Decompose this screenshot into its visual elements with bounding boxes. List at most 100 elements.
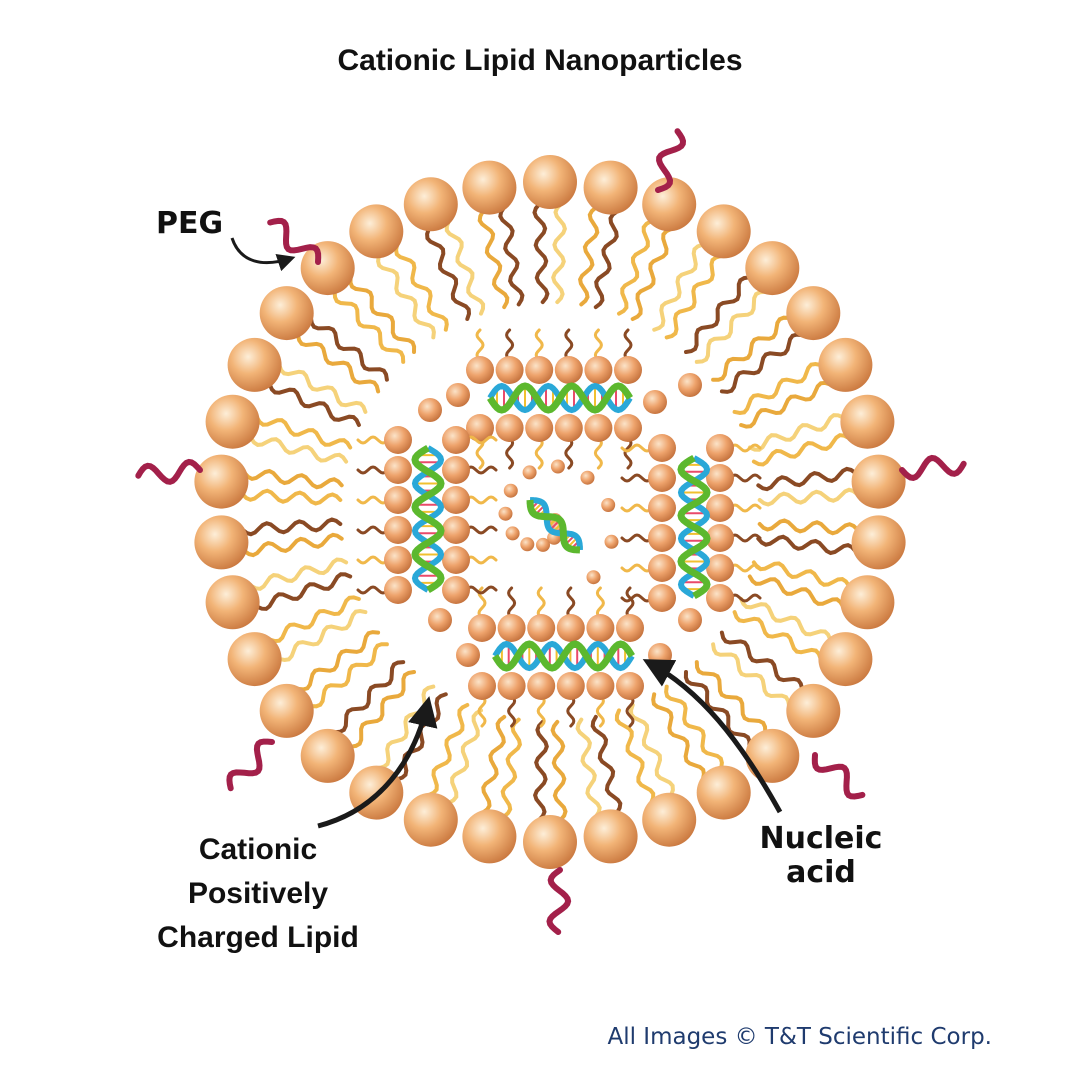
inner-lipid-head [442, 486, 470, 514]
inner-lipid-head [584, 356, 613, 384]
lipid-tail [480, 714, 507, 815]
inner-lipid-head [648, 524, 676, 552]
lipid-tail [446, 708, 483, 805]
lipid-head [194, 454, 249, 509]
lipid-tail [578, 205, 600, 307]
lipid-tail [242, 532, 344, 558]
peg-chain [811, 752, 866, 800]
cationic-label-line3: Charged Lipid [157, 921, 359, 954]
inner-lipid-head [706, 524, 734, 552]
lipid-tail [295, 333, 381, 394]
core-lipid-head [580, 470, 595, 485]
lipid-tail [295, 630, 381, 692]
inner-lipid-head [525, 356, 554, 384]
lipid-tail [332, 289, 406, 364]
core-lipid-head [601, 498, 616, 512]
inner-lipid-head [706, 434, 734, 462]
lipid-tail [739, 380, 833, 429]
lipid-tail [593, 209, 620, 310]
lipid-tail [630, 226, 674, 321]
dna-strand [526, 499, 581, 554]
lipid-head [696, 204, 751, 259]
lipid-tail [664, 254, 724, 340]
cationic-lipid-arrow [317, 696, 438, 829]
inner-lipid-head [586, 614, 615, 642]
lipid-tail [498, 205, 525, 307]
lipid-head [462, 160, 517, 215]
lipid-head [194, 515, 249, 570]
inner-lipid-head [648, 464, 676, 492]
inner-lipid-head [527, 614, 556, 642]
lipid-tail [532, 202, 550, 305]
inner-lipid-head [527, 672, 556, 700]
lipid-tail [747, 574, 846, 609]
peg-chain [655, 128, 687, 193]
inner-lipid-head [616, 614, 644, 642]
lipid-head [818, 632, 873, 687]
lipid-head [786, 286, 841, 341]
lipid-tail [500, 717, 522, 819]
dna-helix [526, 497, 583, 554]
lipid-tail [267, 595, 361, 644]
inner-lipid-head [466, 414, 494, 442]
peg-chain [546, 867, 572, 935]
inner-lipid-head [418, 398, 442, 422]
inner-lipid-head [442, 516, 470, 544]
lipid-tails-layer [240, 202, 860, 822]
dna-helix [492, 640, 635, 672]
inner-lipid-head [648, 434, 676, 462]
lipid-tail [550, 719, 568, 822]
core-lipid-head [520, 537, 535, 552]
inner-lipid-head [384, 486, 412, 514]
inner-lipid-head [706, 584, 734, 612]
dna-strand [677, 454, 711, 600]
inner-lipid-head [442, 576, 470, 604]
dna-strand [529, 497, 583, 551]
peg-chain [267, 217, 322, 265]
inner-lipid-head [706, 554, 734, 582]
inner-lipid-head [442, 426, 470, 454]
lipid-tail [332, 660, 406, 735]
inner-lipid-head [706, 494, 734, 522]
lipid-tail [240, 517, 343, 537]
core-lipid-head [536, 537, 550, 552]
lipid-tail [628, 703, 675, 798]
lipid-head [642, 792, 697, 847]
lipid-tail [683, 670, 752, 749]
lipid-tail [756, 466, 858, 492]
lipid-tail [756, 534, 858, 556]
lipid-head [696, 765, 751, 820]
nucleic-label-line1: Nucleic [759, 821, 883, 856]
lipid-tail [694, 660, 768, 735]
cationic-label-line2: Positively [187, 877, 329, 910]
inner-lipid-head [456, 643, 480, 667]
copyright-notice: All Images © T&T Scientific Corp. [607, 1024, 992, 1050]
lipid-tail [348, 670, 416, 749]
lipid-tail [732, 610, 823, 661]
inner-lipid-head [643, 390, 667, 414]
lipid-tail [684, 275, 752, 354]
inner-lipid-head [586, 672, 615, 700]
inner-lipid-head [495, 414, 524, 442]
lipid-tail [277, 608, 368, 663]
lipid-tail [617, 219, 654, 316]
outer-lipid-heads-layer [194, 155, 906, 869]
lipid-tail [254, 572, 353, 611]
lipid-tail [348, 275, 417, 354]
peg-label: PEG [156, 206, 224, 241]
inner-lipid-head [497, 672, 526, 700]
core-lipid-head [522, 465, 537, 480]
dna-strand [492, 640, 635, 672]
peg-chain [135, 458, 203, 485]
lipid-head [745, 728, 800, 783]
lipid-tail [694, 289, 768, 364]
peg-chain [899, 454, 967, 481]
inner-lipid-head [614, 414, 642, 442]
nucleic-acid-arrow [642, 659, 783, 814]
lipid-tail [477, 209, 510, 310]
lipid-tail [732, 361, 823, 416]
inner-lipid-head [554, 414, 583, 442]
inner-lipid-head [497, 614, 526, 642]
nucleic-acid-layer [411, 382, 711, 672]
inner-lipid-head [614, 356, 642, 384]
